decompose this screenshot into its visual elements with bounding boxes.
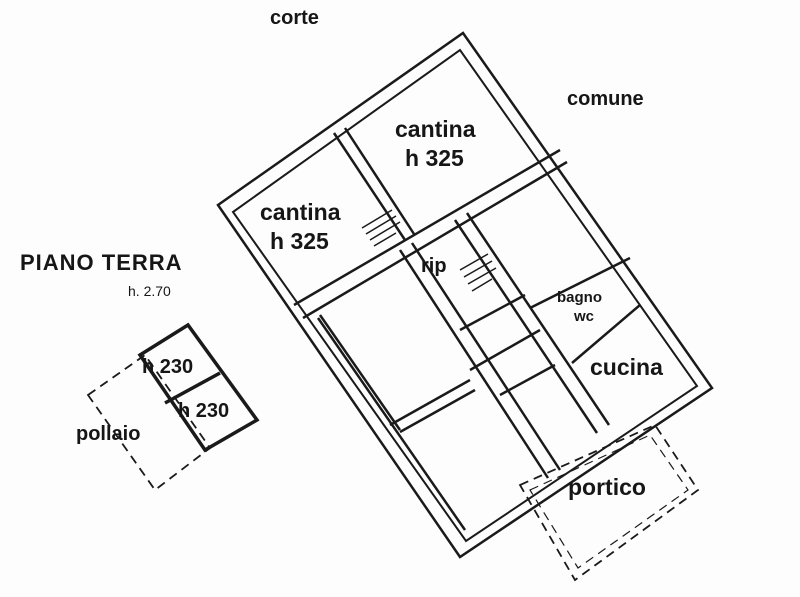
floor-height-note: h. 2.70 — [128, 283, 171, 299]
cantina-south-wall — [293, 148, 568, 320]
floor-title: PIANO TERRA — [20, 250, 183, 275]
cantina-divider-wall — [332, 127, 416, 241]
inner-wall — [231, 48, 699, 543]
mid-corridor-walls — [469, 328, 556, 397]
cantina-2-height: h 325 — [270, 228, 329, 254]
cantina-2-name: cantina — [260, 199, 341, 225]
cantina-1-height: h 325 — [405, 145, 464, 171]
pollaio-label: pollaio — [76, 423, 141, 445]
corridor-wall-right — [453, 212, 611, 434]
label-corte: corte — [270, 7, 319, 29]
stairs-icon — [361, 209, 497, 292]
pollaio-height-1: h 230 — [142, 356, 194, 378]
lower-rooms-wall — [318, 314, 476, 434]
outer-wall — [216, 31, 714, 559]
cantina-1-name: cantina — [395, 116, 476, 142]
pollaio-height-2: h 230 — [178, 400, 230, 422]
wc-label: wc — [574, 308, 595, 325]
lower-left-walls — [316, 317, 467, 531]
corridor-wall-left — [398, 242, 562, 479]
portico-label: portico — [568, 474, 646, 500]
portico-outline — [518, 423, 700, 582]
cucina-label: cucina — [590, 354, 663, 380]
label-comune: comune — [567, 88, 644, 110]
east-rooms-wall — [529, 256, 641, 364]
pollaio-coops — [137, 322, 260, 453]
rip-label: rip — [421, 255, 447, 277]
bagno-label: bagno — [557, 289, 602, 306]
rip-wall — [459, 293, 526, 332]
